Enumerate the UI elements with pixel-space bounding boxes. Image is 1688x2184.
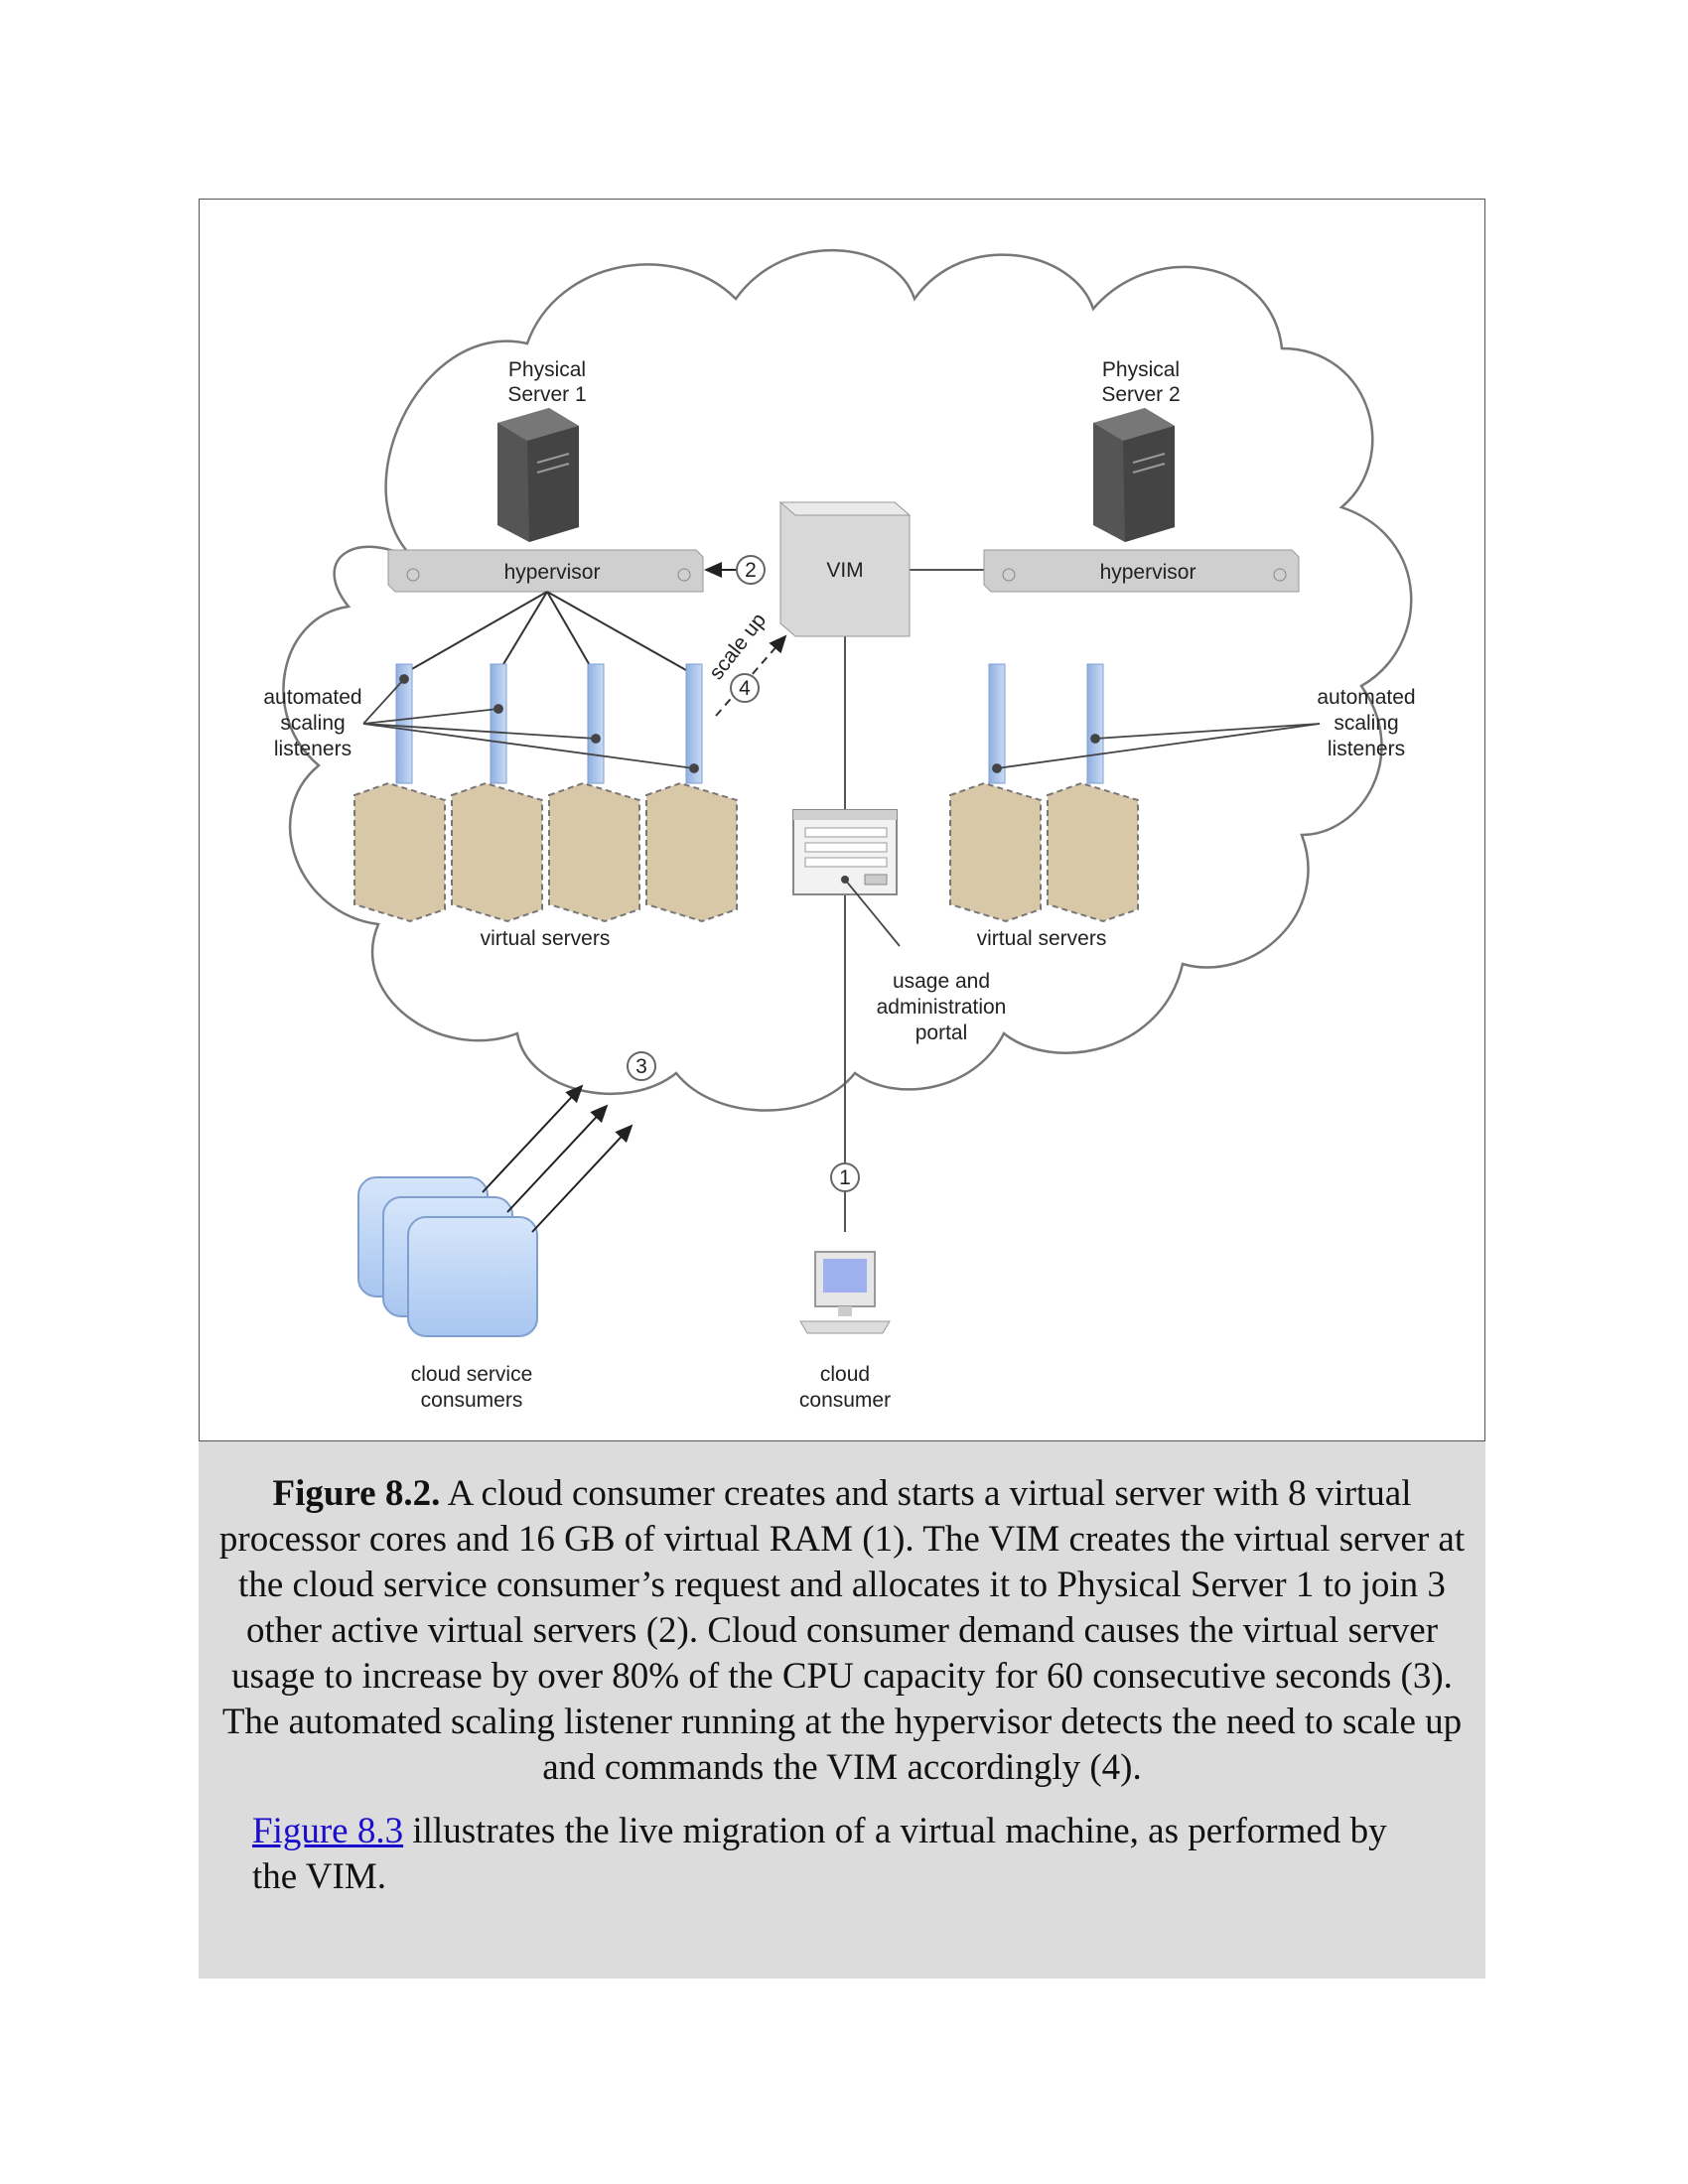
cloud-consumer-computer-icon [799,1251,891,1334]
hypervisor-right-label: hypervisor [1100,561,1196,584]
caption-box: Figure 8.2. A cloud consumer creates and… [199,1441,1485,1979]
portal-pointer-line [844,879,901,947]
step-circle-1: 1 [830,1162,860,1192]
vim-label: VIM [826,559,863,582]
svg-text:4: 4 [739,677,751,700]
virtual-servers-right-label: virtual servers [977,927,1107,950]
physical-server-2-icon [1093,408,1175,542]
svg-text:1: 1 [839,1166,851,1189]
svg-text:2: 2 [745,559,757,582]
hypervisor-right-bar [983,549,1300,593]
cloud-consumer-line2: consumer [799,1389,891,1412]
virtual-servers-right [949,781,1139,923]
hypervisor-tower-lines [402,591,694,675]
vim-box [778,501,912,637]
cloud-service-consumers-line2: consumers [421,1389,523,1412]
cloud-outline [282,248,1413,1112]
cloud-consumer-line1: cloud [820,1363,870,1386]
scale-up-label: scale up [705,609,771,684]
physical-server-1-label-line1: Physical [508,358,586,381]
followup-paragraph: Figure 8.3 illustrates the live migratio… [207,1809,1477,1900]
portal-label-line2: administration [877,996,1007,1019]
figure-8-3-link[interactable]: Figure 8.3 [252,1811,404,1851]
step-circle-4: 4 [730,673,760,703]
portal-label-line1: usage and [893,970,990,993]
caption-body: A cloud consumer creates and starts a vi… [218,1473,1466,1788]
physical-server-2-label-line2: Server 2 [1101,383,1180,406]
virtual-servers-left-label: virtual servers [481,927,611,950]
asl-right-line3: listeners [1328,738,1405,760]
asl-left-line1: automated [263,686,361,709]
figure-caption: Figure 8.2. A cloud consumer creates and… [207,1471,1477,1791]
asl-right-line1: automated [1317,686,1415,709]
followup-text: illustrates the live migration of a virt… [252,1811,1387,1897]
cloud-service-consumers-icon [357,1176,538,1337]
cloud-service-consumers-line1: cloud service [411,1363,533,1386]
figure-diagram: 2 4 3 1 Physical Server 1 Physical Serve… [199,199,1485,1441]
hypervisor-left-label: hypervisor [504,561,601,584]
portal-label-line3: portal [915,1022,968,1044]
figure-label: Figure 8.2. [272,1473,441,1514]
physical-server-1-label-line2: Server 1 [507,383,586,406]
scaling-listener-towers [395,663,1104,784]
step-circle-2: 2 [736,555,766,585]
asl-right-line2: scaling [1334,712,1398,735]
physical-server-1-icon [497,408,579,542]
hypervisor-left-bar [387,549,704,593]
virtual-servers-left [353,781,738,923]
consumer-request-arrows [482,1084,633,1233]
step4-dashed-arrow [715,634,787,717]
step-circle-3: 3 [627,1051,656,1081]
listener-pointer-lines [362,674,1321,773]
asl-left-line2: scaling [280,712,345,735]
asl-left-line3: listeners [274,738,352,760]
svg-text:3: 3 [635,1055,647,1078]
physical-server-2-label-line1: Physical [1102,358,1180,381]
